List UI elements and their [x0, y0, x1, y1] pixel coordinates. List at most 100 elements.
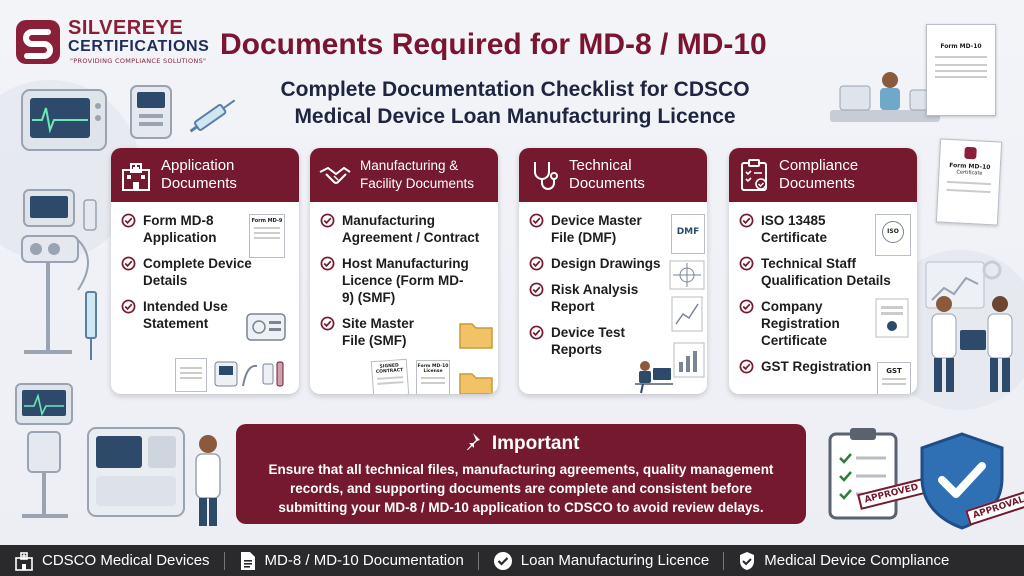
dmf-thumbnail: DMF [671, 214, 705, 254]
brand-tagline: "PROVIDING COMPLIANCE SOLUTIONS" [70, 57, 207, 65]
card-header: Manufacturing & Facility Documents [310, 148, 498, 202]
form-thumbnail [175, 358, 207, 392]
card-title: Technical Documents [569, 157, 645, 193]
brand-name: SILVEREYE [68, 17, 184, 39]
ventilator-icon [21, 189, 97, 354]
list-item: Device Test Reports [529, 324, 649, 358]
hospital-icon [15, 551, 33, 571]
item-label: Company Registration Certificate [761, 299, 840, 348]
check-circle-icon [529, 282, 544, 297]
form-thumbnail: Form MD-9 [249, 214, 285, 258]
gst-thumbnail-label: GST [886, 367, 902, 375]
list-item: Intended Use Statement [121, 298, 239, 332]
item-label: Design Drawings [551, 256, 661, 271]
item-label: Manufacturing Agreement / Contract [342, 213, 480, 245]
list-item: Design Drawings [529, 255, 679, 272]
item-label: Device Master File (DMF) [551, 213, 642, 245]
card-header: Application Documents [111, 148, 299, 202]
item-label: ISO 13485 Certificate [761, 213, 828, 245]
card-title-line: Facility Documents [360, 176, 475, 191]
folder-icon [459, 373, 493, 394]
card-title-line: Documents [569, 175, 645, 192]
card-title-line: Documents [779, 175, 855, 192]
card-title-line: Compliance [779, 157, 859, 174]
check-circle-icon [529, 213, 544, 228]
footer-item: Loan Manufacturing Licence [479, 551, 723, 571]
list-item: Form MD-8 Application [121, 212, 231, 246]
check-circle-icon [320, 316, 335, 331]
footer-item: MD-8 / MD-10 Documentation [225, 551, 478, 571]
list-item: Technical Staff Qualification Details [739, 255, 909, 289]
page-title: Documents Required for MD-8 / MD-10 [220, 28, 767, 61]
list-item: Company Registration Certificate [739, 298, 857, 349]
dmf-thumbnail-label: DMF [676, 227, 700, 237]
silvereye-logo-icon [16, 20, 60, 64]
brand-name-sub: CERTIFICATIONS [68, 38, 210, 55]
footer-label: CDSCO Medical Devices [42, 552, 210, 569]
important-title-row: Important [236, 432, 806, 456]
card-body: ISO 13485 Certificate Technical Staff Qu… [729, 202, 917, 375]
list-item: GST Registration [739, 358, 879, 375]
item-label: Host Manufacturing Licence (Form MD-9) (… [342, 256, 469, 305]
footer-bar: CDSCO Medical Devices MD-8 / MD-10 Docum… [0, 545, 1024, 576]
certificate-document: Form MD-10 Certificate [935, 138, 1003, 226]
check-circle-icon [529, 325, 544, 340]
subtitle-line: Medical Device Loan Manufacturing Licenc… [294, 105, 736, 128]
iso-thumbnail: ISO [875, 214, 911, 256]
card-title: Compliance Documents [779, 157, 858, 193]
gst-thumbnail: GST [877, 362, 911, 394]
important-text: Ensure that all technical files, manufac… [236, 460, 806, 517]
check-circle-icon [739, 213, 754, 228]
syringe-icon [189, 99, 236, 133]
card-title: Application Documents [161, 157, 237, 193]
list-item: Manufacturing Agreement / Contract [320, 212, 490, 246]
approval-shield: APPROVAL [914, 430, 1024, 530]
card-compliance-documents: Compliance Documents ISO 13485 Certifica… [729, 148, 917, 394]
item-label: Form MD-8 Application [143, 213, 217, 245]
footer-label: Loan Manufacturing Licence [520, 552, 710, 569]
item-label: Complete Device Details [143, 256, 252, 288]
folder-icon [459, 323, 493, 349]
form-thumbnail-label: Form MD-9 [251, 218, 283, 224]
check-circle-icon [739, 299, 754, 314]
iso-thumbnail-label: ISO [882, 221, 904, 243]
card-title-line: Application [161, 157, 235, 174]
chart-board-icon [925, 260, 1002, 309]
footer-divider [223, 551, 225, 570]
footer-item: Medical Device Compliance [724, 551, 963, 571]
shield-check-icon [740, 551, 755, 570]
list-item: Risk Analysis Report [529, 281, 649, 315]
syringe-icon [85, 291, 97, 360]
handshake-icon [319, 166, 351, 184]
card-title-line: Documents [161, 175, 237, 192]
check-circle-icon [493, 551, 512, 570]
doctor-illustration [195, 435, 221, 526]
card-application-documents: Application Documents Form MD-8 Applicat… [111, 148, 299, 394]
certificate-document: Form MD-10 [926, 24, 996, 116]
card-technical-documents: Technical Documents Device Master File (… [519, 148, 707, 394]
contract-thumbnail-label: SIGNED CONTRACT [375, 363, 404, 375]
person-at-desk-illustration [635, 361, 673, 394]
contract-thumbnail: SIGNED CONTRACT [370, 358, 410, 394]
list-item: Complete Device Details [121, 255, 256, 289]
footer-label: MD-8 / MD-10 Documentation [264, 552, 464, 569]
important-title: Important [491, 433, 580, 455]
card-body: Form MD-8 Application Complete Device De… [111, 202, 299, 332]
important-line: records, and supporting documents are co… [289, 481, 753, 496]
item-label: Technical Staff Qualification Details [761, 256, 891, 288]
card-title-line: Technical [569, 157, 632, 174]
check-circle-icon [739, 256, 754, 271]
check-circle-icon [320, 256, 335, 271]
certificate-badge-icon [875, 298, 909, 338]
important-line: Ensure that all technical files, manufac… [268, 462, 774, 477]
card-body: Device Master File (DMF) Design Drawings… [519, 202, 707, 358]
silvereye-logo-icon [964, 146, 977, 160]
card-header: Compliance Documents [729, 148, 917, 202]
medical-machine-icon [87, 427, 185, 517]
design-drawing-icon [669, 260, 705, 290]
approved-clipboard: APPROVED [826, 426, 927, 522]
check-circle-icon [739, 359, 754, 374]
page-subtitle: Complete Documentation Checklist for CDS… [230, 76, 800, 130]
patient-monitor-icon [21, 89, 107, 151]
item-label: Intended Use Statement [143, 299, 228, 331]
